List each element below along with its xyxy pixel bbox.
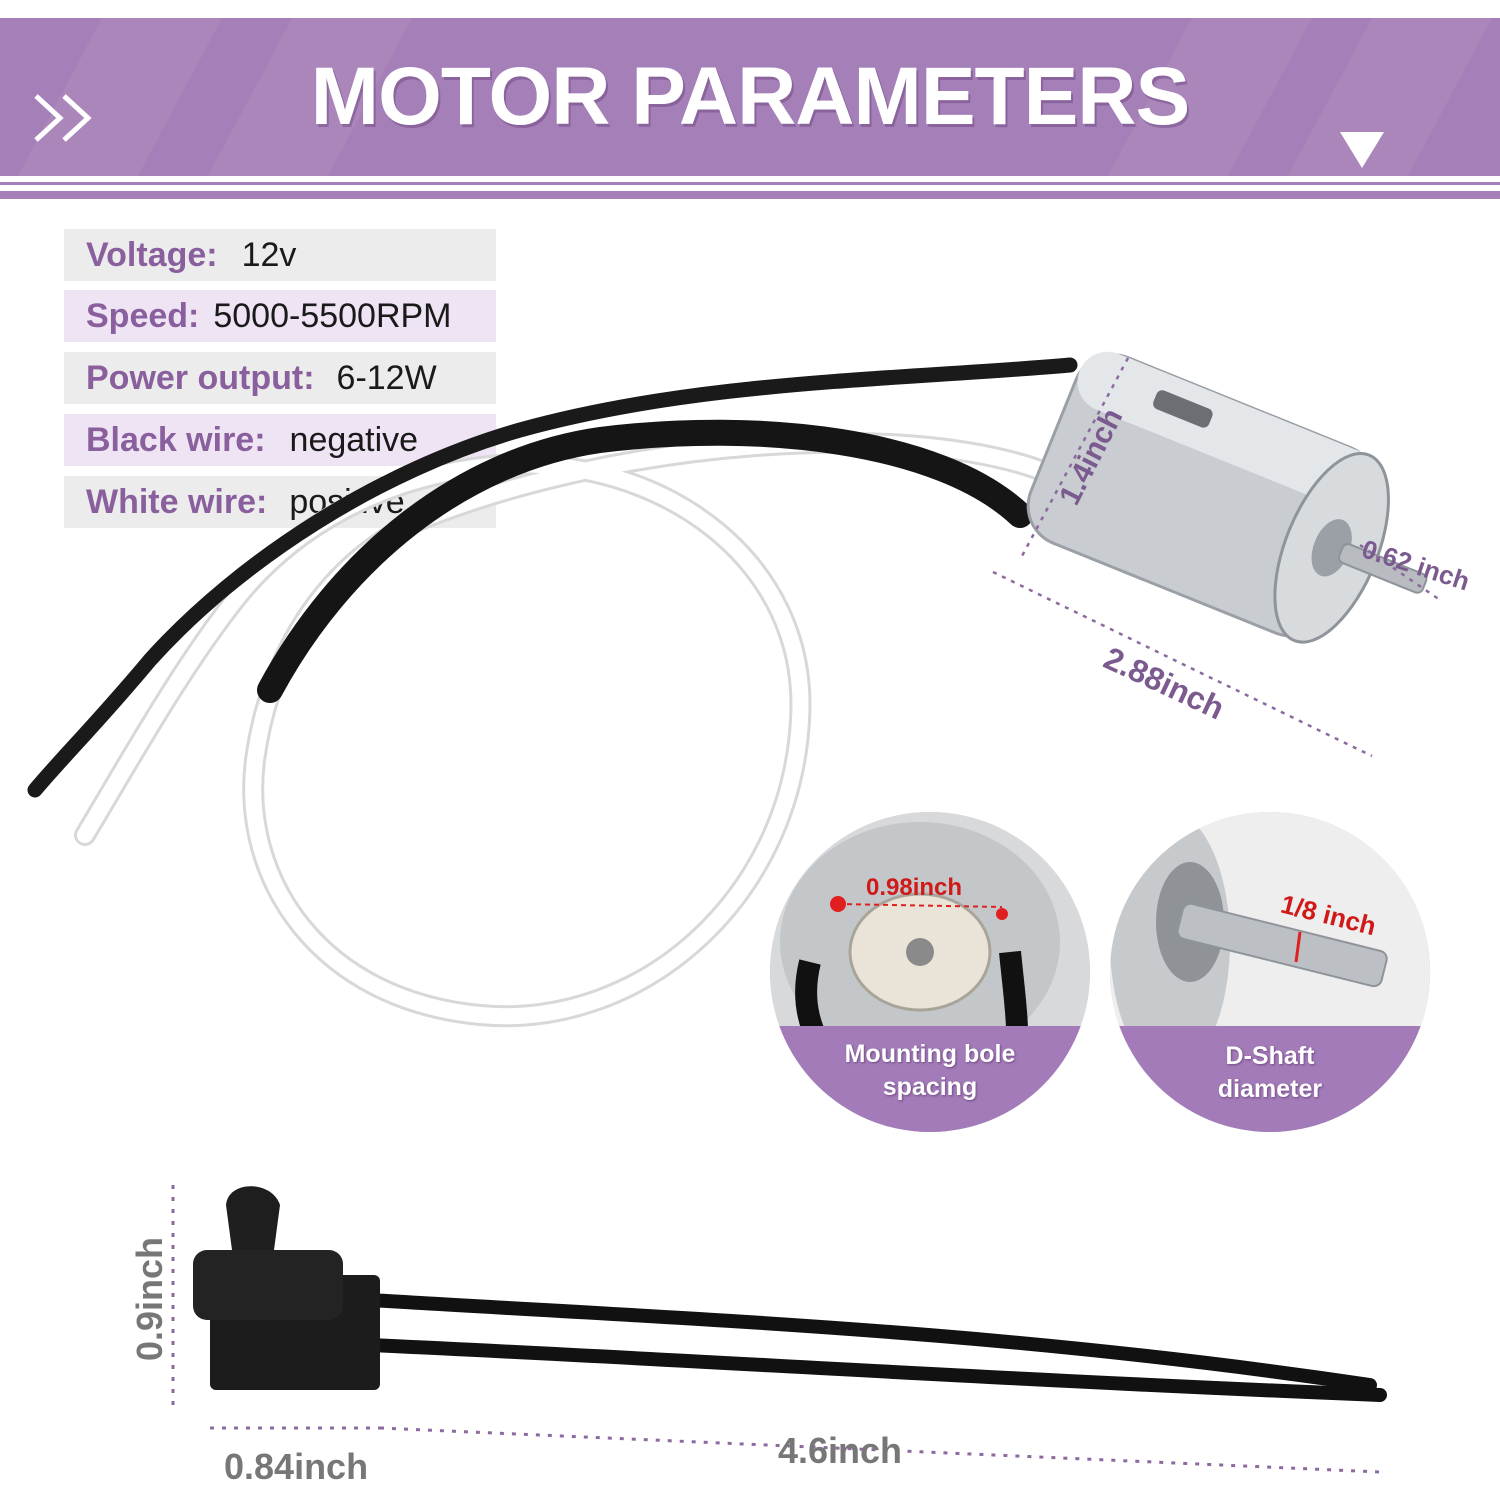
spec-row-power: Power output: 6-12W — [64, 352, 496, 404]
spec-key: Speed: — [86, 296, 200, 335]
mounting-spacing-callout — [770, 812, 1090, 1132]
spec-row-black-wire: Black wire: negative — [64, 414, 496, 466]
banner-rule-thin — [0, 182, 1500, 185]
mounting-spacing-label: 0.98inch — [866, 874, 963, 901]
title-banner — [0, 18, 1500, 176]
spec-row-speed: Speed: 5000-5500RPM — [64, 290, 496, 342]
spec-key: Black wire: — [86, 420, 266, 459]
switch-height-label: 0.9inch — [129, 1236, 171, 1362]
spec-value: negative — [289, 420, 419, 459]
spec-row-voltage: Voltage: 12v — [64, 229, 496, 281]
switch-lead-length-label: 4.6inch — [778, 1430, 903, 1471]
spec-key: White wire: — [86, 482, 268, 521]
spec-value: 12v — [241, 235, 297, 274]
banner-rule-thick — [0, 191, 1500, 199]
spec-value: 6-12W — [336, 358, 437, 397]
page-title: MOTOR PARAMETERS — [310, 51, 1190, 142]
spec-key: Power output: — [86, 358, 315, 397]
mounting-caption: Mounting bole spacing — [844, 1040, 1016, 1101]
spec-key: Voltage: — [86, 235, 218, 274]
switch-width-label: 0.84inch — [224, 1446, 369, 1487]
double-chevron-right-icon — [30, 88, 110, 158]
dshaft-callout — [1110, 812, 1430, 1132]
dshaft-graphic — [1110, 812, 1430, 1132]
mounting-face-graphic — [770, 812, 1090, 1132]
dshaft-caption: D-Shaft diameter — [1217, 1042, 1323, 1103]
triangle-down-icon — [1340, 132, 1384, 168]
spec-value: 5000-5500RPM — [213, 296, 452, 335]
